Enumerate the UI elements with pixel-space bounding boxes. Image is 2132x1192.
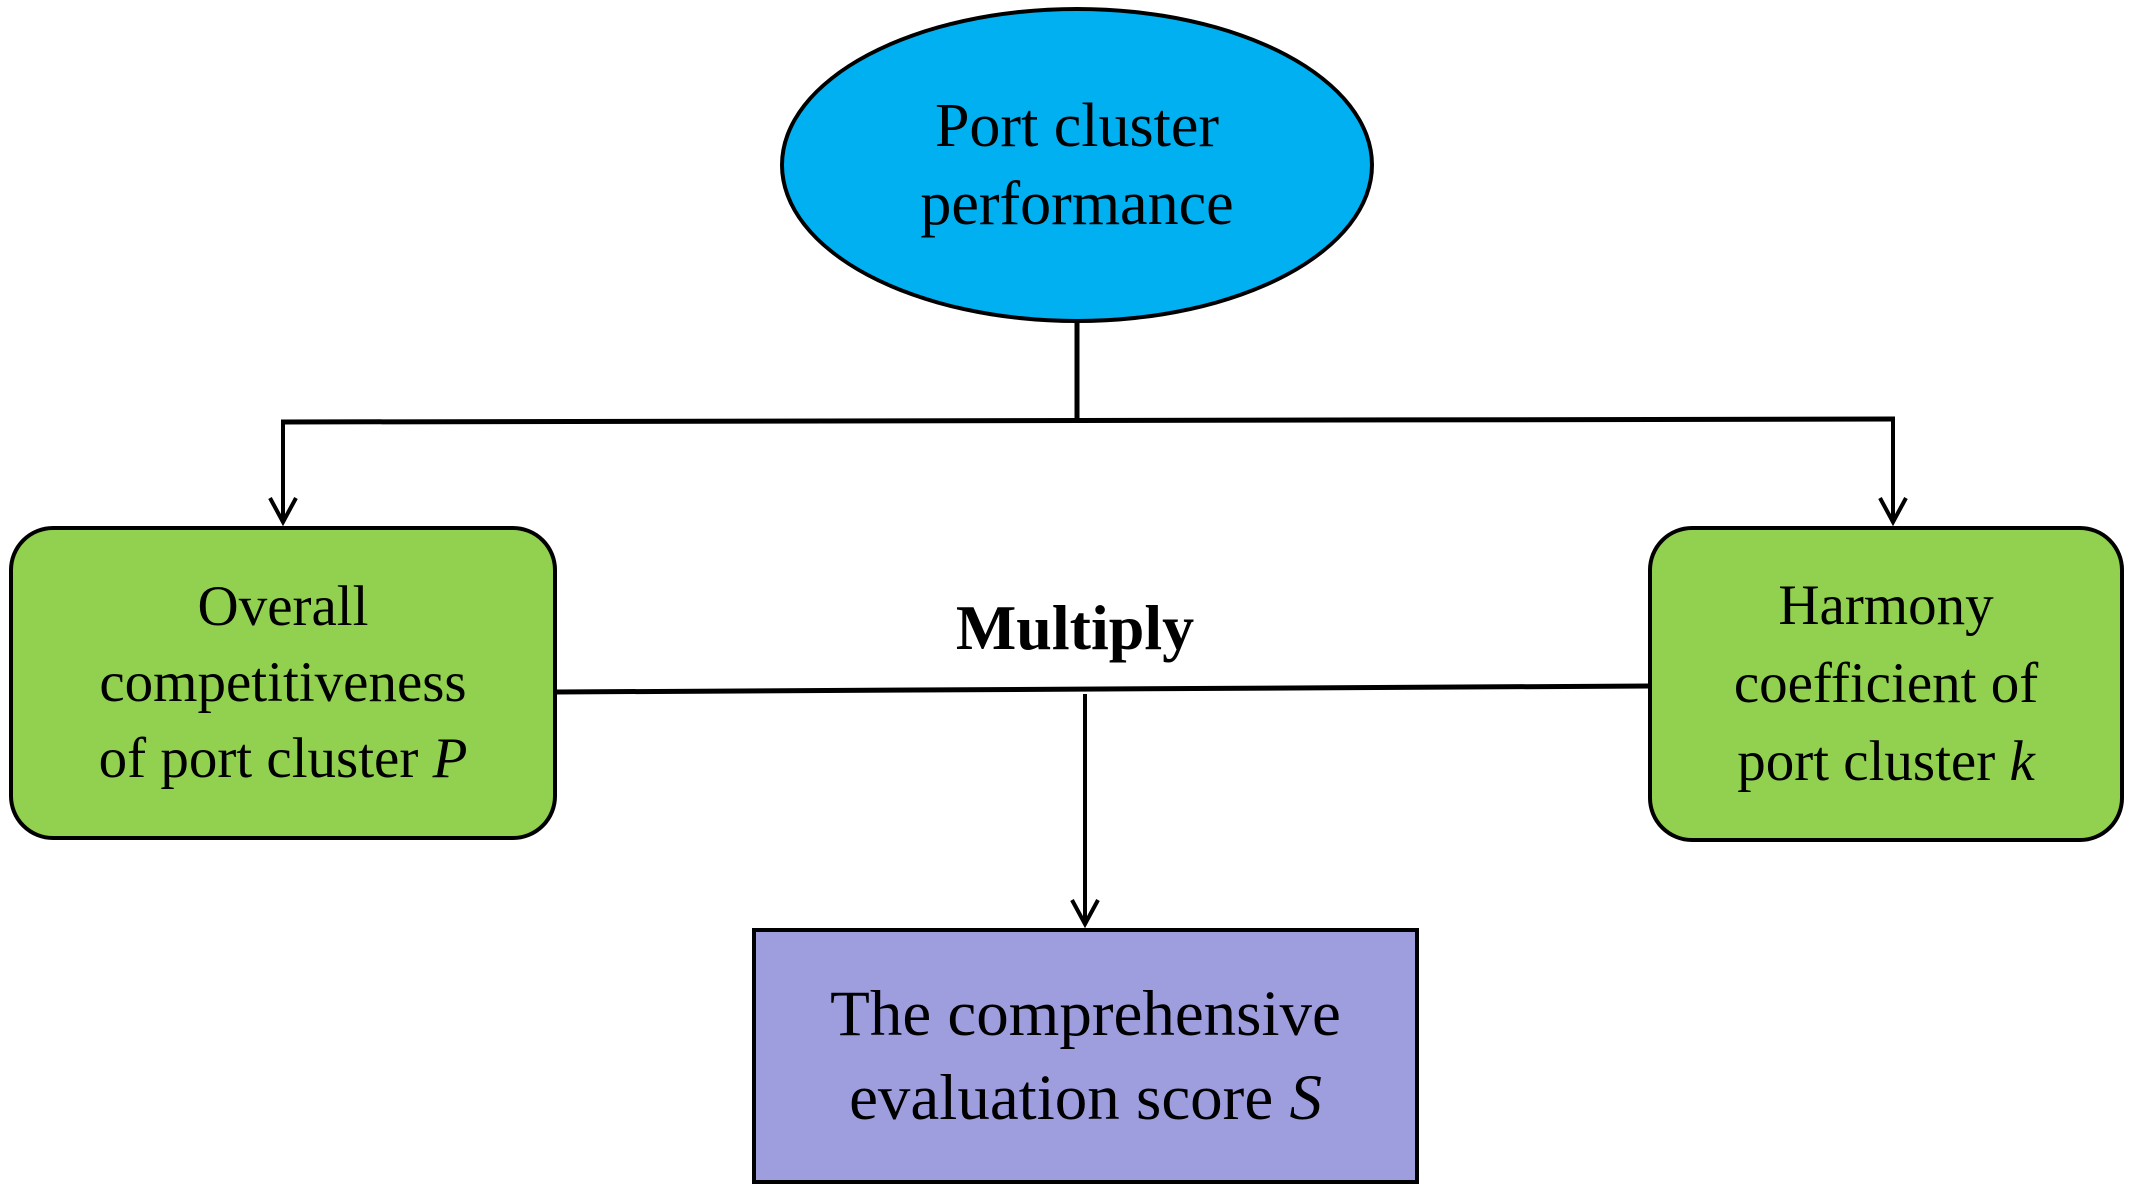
arrowhead-result xyxy=(1070,899,1100,929)
connector-top-bar xyxy=(280,416,1896,425)
bottom-node-line-1: The comprehensive xyxy=(830,978,1341,1050)
left-node-line-2: competitiveness xyxy=(99,651,467,714)
harmony-coefficient-node: Harmony coefficient of port cluster k xyxy=(1648,526,2124,842)
right-node-symbol-k: k xyxy=(2009,730,2035,793)
bottom-node-symbol-s: S xyxy=(1289,1062,1322,1134)
port-cluster-performance-node: Port cluster performance xyxy=(780,7,1374,323)
top-node-line-1: Port cluster xyxy=(934,92,1220,160)
overall-competitiveness-node: Overall competitiveness of port cluster … xyxy=(9,526,557,840)
left-node-line-1: Overall xyxy=(197,575,369,638)
connector-multiply-bar xyxy=(555,683,1651,695)
arrowhead-left xyxy=(268,497,298,527)
right-node-line-3: port cluster k xyxy=(1737,723,2035,801)
left-node-symbol-p: P xyxy=(432,727,468,790)
right-node-line-1: Harmony xyxy=(1778,574,1994,637)
left-node-line-3: of port cluster P xyxy=(99,721,468,797)
arrowhead-right xyxy=(1878,497,1908,527)
bottom-node-line-2: evaluation score S xyxy=(849,1056,1322,1140)
right-node-line-2: coefficient of xyxy=(1733,652,2039,715)
left-node-line-3-text: of port cluster xyxy=(98,727,419,790)
comprehensive-evaluation-score-node: The comprehensive evaluation score S xyxy=(752,928,1419,1184)
bottom-node-line-2-text: evaluation score xyxy=(849,1062,1274,1134)
right-node-line-3-text: port cluster xyxy=(1737,730,1996,793)
multiply-label: Multiply xyxy=(955,592,1195,663)
top-node-line-2: performance xyxy=(920,170,1234,238)
